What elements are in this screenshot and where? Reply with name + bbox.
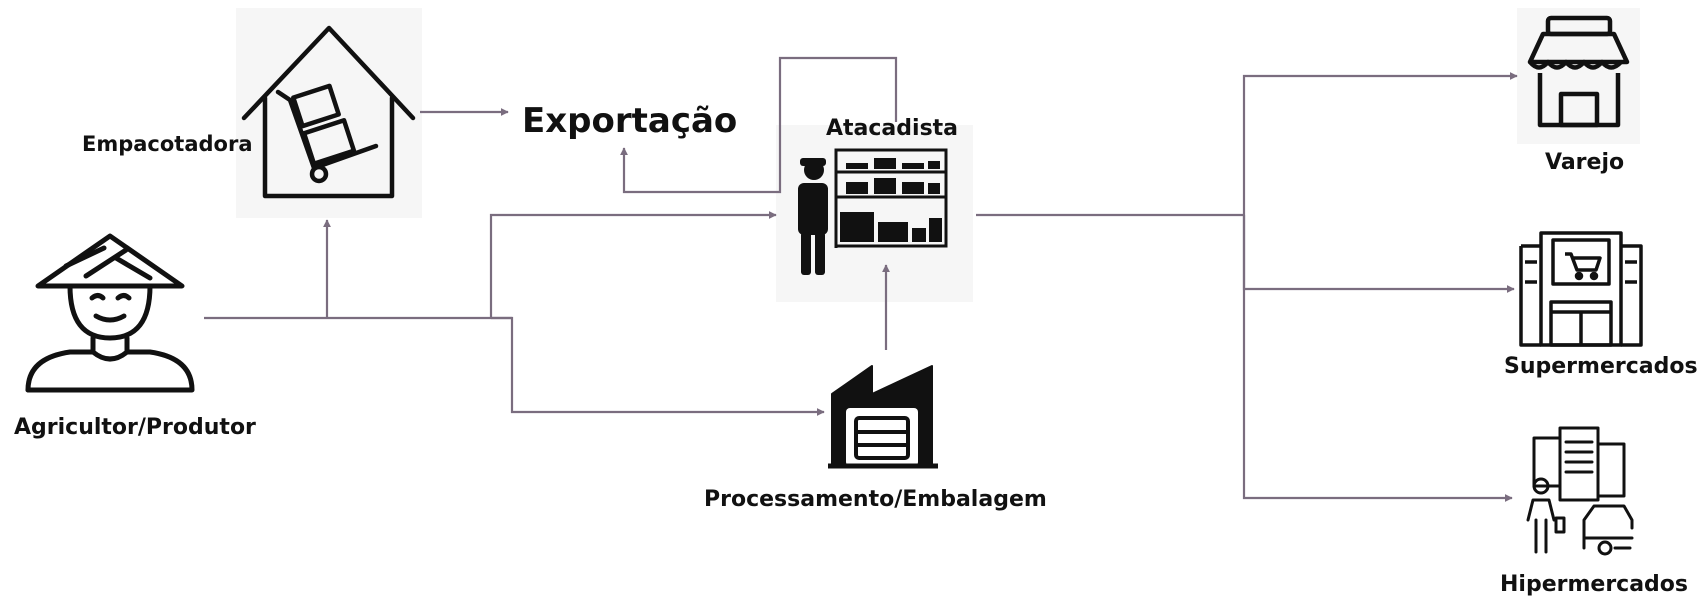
- farmer-icon: [25, 233, 195, 393]
- processing-label: Processamento/Embalagem: [704, 487, 1047, 512]
- export-label: Exportação: [522, 101, 738, 141]
- storefront-icon: [1527, 15, 1630, 128]
- connector-farmer-to-processing: [491, 316, 825, 416]
- warehouse-hand-truck-icon: [241, 25, 416, 199]
- connectors: [204, 56, 1518, 502]
- connector-farmer-to-wholesaler: [489, 211, 777, 318]
- supermarket-icon: [1519, 231, 1643, 347]
- wholesaler-label: Atacadista: [826, 116, 959, 141]
- hypermarkets-label: Hipermercados: [1500, 572, 1689, 597]
- packer-label: Empacotadora: [82, 132, 253, 156]
- hypermarket-icon: [1526, 426, 1634, 556]
- wholesaler-shelf-icon: [798, 148, 948, 275]
- connector-wholesaler-to-export: [620, 56, 898, 194]
- farmer-label: Agricultor/Produtor: [14, 415, 256, 440]
- retail-label: Varejo: [1545, 150, 1625, 175]
- factory-icon: [828, 365, 938, 469]
- supermarkets-label: Supermercados: [1504, 354, 1698, 379]
- connector-to-retail: [1242, 72, 1518, 215]
- connector-to-supermarkets: [1242, 215, 1515, 293]
- connector-to-hypermarkets: [1242, 215, 1513, 502]
